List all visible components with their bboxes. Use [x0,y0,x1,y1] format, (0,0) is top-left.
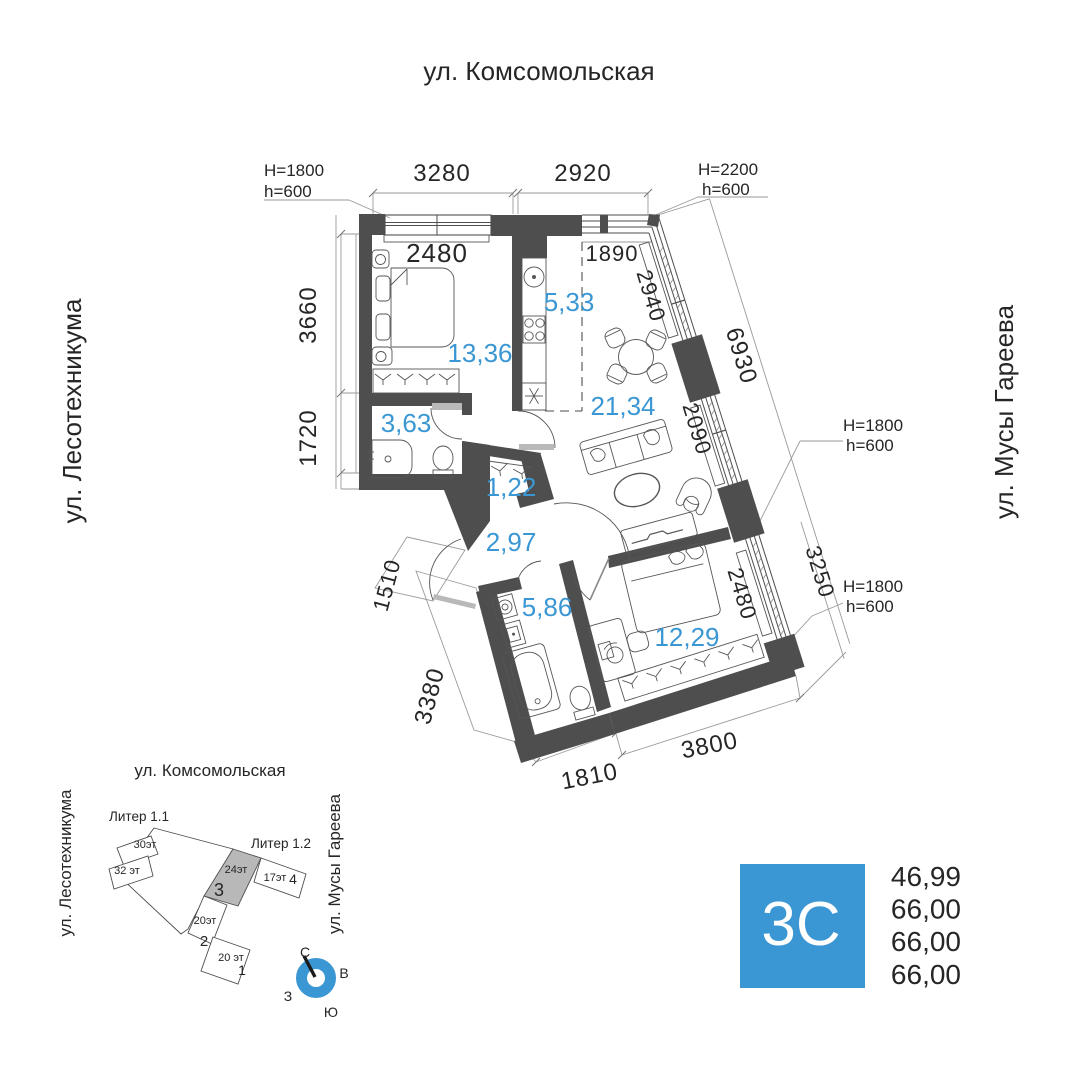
svg-text:ул. Мусы Гареева: ул. Мусы Гареева [325,793,344,934]
svg-text:46,99: 46,99 [891,861,961,892]
svg-text:H=2200: H=2200 [698,160,758,179]
svg-text:1720: 1720 [295,409,322,466]
svg-text:1890: 1890 [586,241,639,266]
svg-text:ул. Комсомольская: ул. Комсомольская [423,56,654,86]
svg-text:20эт: 20эт [194,915,217,927]
svg-text:h=600: h=600 [264,182,312,201]
svg-text:2920: 2920 [554,160,611,187]
svg-text:13,36: 13,36 [447,338,512,368]
svg-text:24эт: 24эт [225,864,248,876]
svg-text:ул. Лесотехникума: ул. Лесотехникума [56,789,75,937]
svg-text:В: В [339,965,348,981]
svg-text:17эт: 17эт [264,872,287,884]
svg-text:Литер 1.2: Литер 1.2 [251,836,311,851]
svg-text:2,97: 2,97 [486,527,537,557]
svg-text:5,33: 5,33 [544,287,595,317]
svg-text:ул. Мусы Гареева: ул. Мусы Гареева [989,304,1019,519]
svg-text:3: 3 [214,880,224,900]
svg-text:5,86: 5,86 [522,592,573,622]
svg-text:ул. Комсомольская: ул. Комсомольская [134,761,285,780]
svg-text:66,00: 66,00 [891,894,961,925]
svg-text:66,00: 66,00 [891,926,961,957]
svg-text:Ю: Ю [324,1004,338,1020]
svg-text:H=1800: H=1800 [843,577,903,596]
svg-text:4: 4 [289,871,297,887]
svg-text:З: З [284,988,292,1004]
svg-text:20 эт: 20 эт [218,952,244,964]
svg-text:1,22: 1,22 [486,472,537,502]
svg-text:1: 1 [238,962,246,978]
svg-text:12,29: 12,29 [654,622,719,652]
svg-text:32 эт: 32 эт [114,865,140,877]
svg-text:30эт: 30эт [134,839,157,851]
svg-text:21,34: 21,34 [590,391,655,421]
svg-text:h=600: h=600 [846,597,894,616]
svg-text:2: 2 [200,933,208,950]
svg-text:3С: 3С [761,890,840,959]
svg-text:3660: 3660 [295,286,322,343]
svg-text:66,00: 66,00 [891,959,961,990]
svg-text:H=1800: H=1800 [264,161,324,180]
svg-text:h=600: h=600 [702,180,750,199]
svg-text:2480: 2480 [406,238,468,268]
svg-text:Литер 1.1: Литер 1.1 [109,809,169,824]
svg-text:H=1800: H=1800 [843,416,903,435]
svg-text:С: С [300,944,310,960]
svg-text:3280: 3280 [413,160,470,187]
svg-text:ул. Лесотехникума: ул. Лесотехникума [57,298,87,523]
svg-text:h=600: h=600 [846,436,894,455]
svg-text:3,63: 3,63 [381,408,432,438]
